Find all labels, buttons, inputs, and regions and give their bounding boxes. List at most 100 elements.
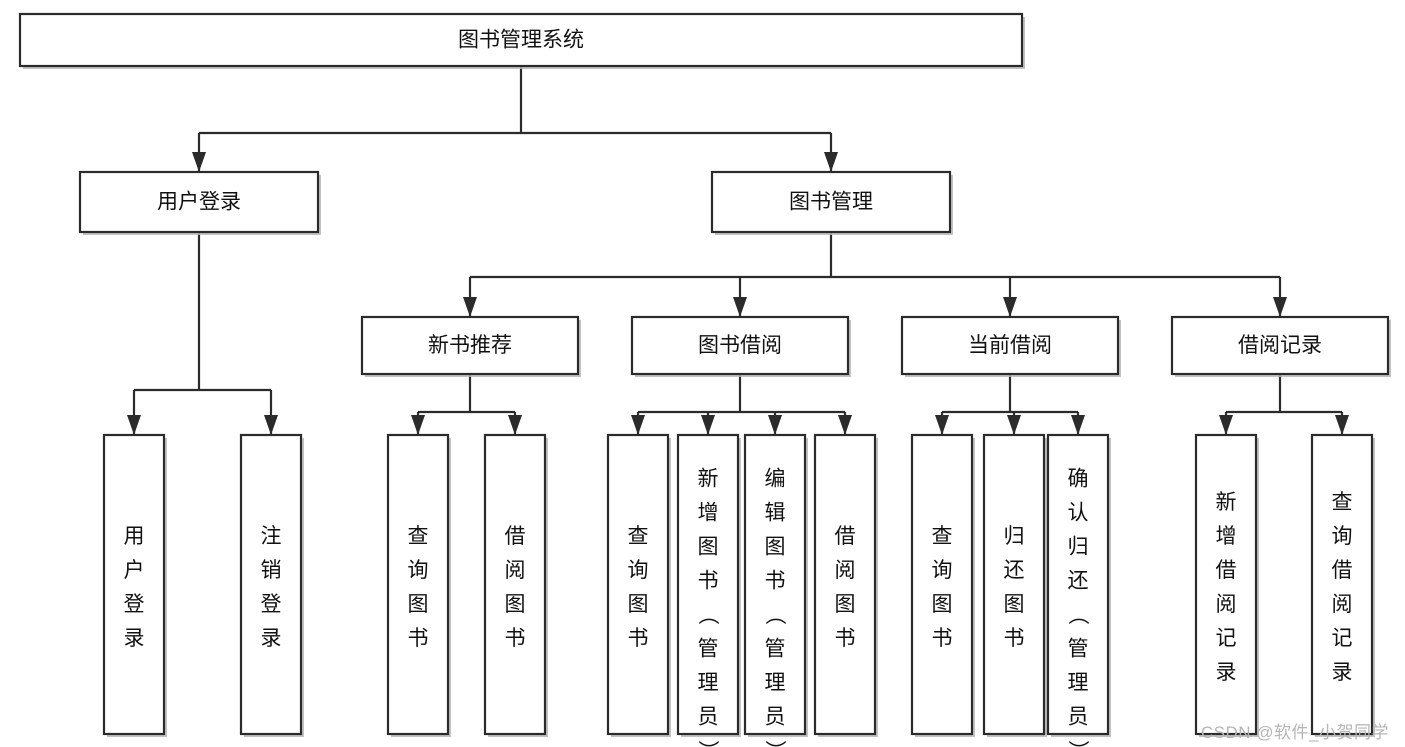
node-leaf-label-char: 认 <box>1068 502 1089 525</box>
node-leaf-label-char: 书 <box>628 627 649 650</box>
node-leaf-label-char: 图 <box>765 536 786 559</box>
node-leaf-label-char: 询 <box>628 559 649 582</box>
node-level3-新书推荐[interactable]: 新书推荐 <box>360 315 581 377</box>
node-leaf-label-char: 书 <box>765 570 786 593</box>
arrow-head <box>1003 297 1017 317</box>
node-leaf-label-char: 书 <box>932 627 953 650</box>
node-level3-label: 借阅记录 <box>1238 334 1322 357</box>
box-outline <box>102 433 166 736</box>
node-leaf-label-char: 户 <box>124 559 145 582</box>
arrow-head <box>733 297 747 317</box>
arrow-head <box>768 415 782 435</box>
node-leaf-label-char: 管 <box>1068 638 1089 661</box>
node-leaf-label-char: 理 <box>698 672 719 695</box>
arrow-head <box>838 415 852 435</box>
node-leaf-label-char: 增 <box>698 502 719 525</box>
node-leaf-label-char: 新 <box>698 468 719 491</box>
arrow-head <box>127 415 141 435</box>
node-leaf-label-char: （ <box>763 604 786 625</box>
box-outline <box>1194 433 1258 736</box>
node-leaf-label-char: 书 <box>505 627 526 650</box>
node-leaf-label-char: 登 <box>124 593 145 616</box>
node-leaf-label-char: 还 <box>1004 559 1025 582</box>
box-outline <box>483 433 547 736</box>
node-level3-label: 新书推荐 <box>428 334 512 357</box>
node-leaf-label-char: 询 <box>932 559 953 582</box>
box-outline <box>1046 433 1110 736</box>
node-leaf-label-char: 借 <box>1216 559 1237 582</box>
arrow-head <box>1273 297 1287 317</box>
node-leaf-label-char: 借 <box>1332 559 1353 582</box>
node-leaf-label-char: 阅 <box>1332 593 1353 616</box>
node-leaf-label-char: 编 <box>765 468 786 491</box>
arrow-head <box>1071 415 1085 435</box>
arrow-head <box>508 415 522 435</box>
node-leaf-label-char: 录 <box>1332 661 1353 684</box>
box-outline <box>813 433 877 736</box>
box-outline <box>386 433 450 736</box>
node-level2-用户登录[interactable]: 用户登录 <box>78 170 321 235</box>
node-level3-图书借阅[interactable]: 图书借阅 <box>630 315 851 377</box>
node-leaf-label-char: 理 <box>1068 672 1089 695</box>
node-leaf-label-char: 归 <box>1068 536 1089 559</box>
box-outline <box>630 315 850 376</box>
node-level2-图书管理[interactable]: 图书管理 <box>710 170 953 235</box>
arrow-head <box>264 415 278 435</box>
node-level2-label: 用户登录 <box>157 191 241 214</box>
node-leaf-label-char: 图 <box>628 593 649 616</box>
box-outline <box>676 433 740 736</box>
node-leaf-label-char: 询 <box>1332 525 1353 548</box>
node-leaf-label-char: 确 <box>1068 468 1089 491</box>
node-leaf-label-char: 图 <box>1004 593 1025 616</box>
box-outline <box>982 433 1046 736</box>
arrow-head <box>1335 415 1349 435</box>
node-leaf-label-char: ） <box>763 740 786 747</box>
node-level3-label: 当前借阅 <box>968 334 1052 357</box>
node-leaf-label-char: 书 <box>408 627 429 650</box>
node-leaf-label-char: 查 <box>628 525 649 548</box>
nodes-layer: 图书管理系统用户登录图书管理新书推荐图书借阅当前借阅借阅记录用户登录注销登录查询… <box>18 12 1391 747</box>
node-leaf-label-char: 登 <box>261 593 282 616</box>
node-leaf-label-char: 图 <box>408 593 429 616</box>
node-level3-当前借阅[interactable]: 当前借阅 <box>900 315 1121 377</box>
node-leaf-label-char: 借 <box>835 525 856 548</box>
node-leaf-label-char: 图 <box>835 593 856 616</box>
node-leaf-label-char: 用 <box>124 525 145 548</box>
node-leaf-label-char: 书 <box>1004 627 1025 650</box>
node-root-图书管理系统[interactable]: 图书管理系统 <box>18 12 1025 69</box>
node-leaf-label-char: 书 <box>835 627 856 650</box>
node-leaf-用户登录[interactable]: 用户登录 <box>102 433 167 737</box>
box-outline <box>239 433 303 736</box>
node-leaf-label-char: 管 <box>698 638 719 661</box>
node-leaf-label-char: 新 <box>1216 491 1237 514</box>
box-outline <box>910 433 974 736</box>
node-leaf-label-char: 录 <box>261 627 282 650</box>
node-level3-借阅记录[interactable]: 借阅记录 <box>1170 315 1391 377</box>
node-leaf-label-char: 辑 <box>765 502 786 525</box>
node-leaf-label-char: 图 <box>698 536 719 559</box>
node-leaf-label-char: 记 <box>1216 627 1237 650</box>
box-outline <box>1310 433 1374 736</box>
node-leaf-label-char: 管 <box>765 638 786 661</box>
node-leaf-label-char: 记 <box>1332 627 1353 650</box>
node-leaf-label-char: 录 <box>124 627 145 650</box>
node-leaf-label-char: 归 <box>1004 525 1025 548</box>
node-leaf-label-char: 理 <box>765 672 786 695</box>
box-outline <box>710 170 952 234</box>
node-leaf-label-char: 阅 <box>1216 593 1237 616</box>
node-level3-label: 图书借阅 <box>698 334 782 357</box>
node-level2-label: 图书管理 <box>789 191 873 214</box>
